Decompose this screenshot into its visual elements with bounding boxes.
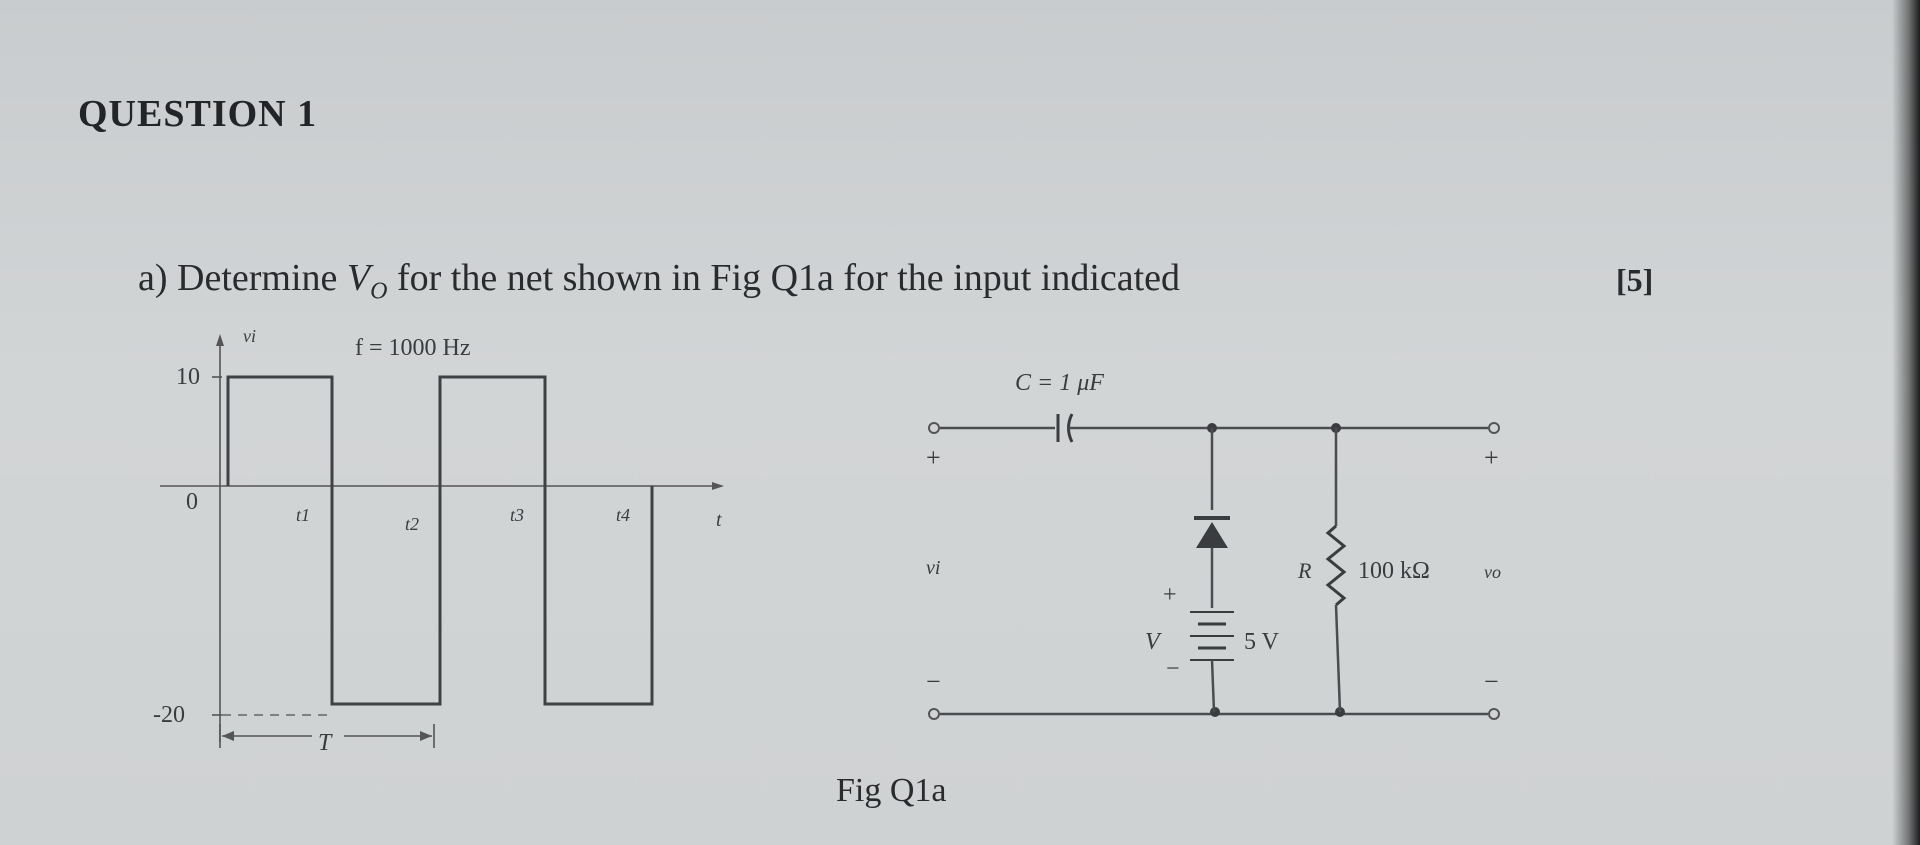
square-wave xyxy=(226,375,654,706)
battery-minus-label: − xyxy=(1166,656,1180,682)
resistor-zigzag xyxy=(1325,524,1347,607)
output-label: vo xyxy=(1484,562,1501,582)
input-minus-label: − xyxy=(926,667,941,696)
period-label: T xyxy=(318,730,333,756)
battery-value-label: 5 V xyxy=(1244,629,1280,655)
clamper-circuit: C = 1 μF + − V 5 V R 100 kΩ + − xyxy=(926,370,1501,720)
output-terminal-top xyxy=(1488,422,1500,434)
time-tick-t4: t4 xyxy=(616,505,630,525)
period-arrow-right-head xyxy=(420,731,432,741)
resistor-wire-bottom xyxy=(1334,604,1342,713)
question-text-before: Determine xyxy=(177,257,347,299)
battery-wire-bottom xyxy=(1210,659,1216,713)
y-tick-label-10: 10 xyxy=(176,364,200,390)
capacitor-label: C = 1 μF xyxy=(1015,370,1104,396)
input-plus-label: + xyxy=(926,443,941,472)
part-label: a) xyxy=(138,257,168,299)
battery-symbol-label: V xyxy=(1145,629,1162,655)
y-tick-label-neg20: -20 xyxy=(153,702,185,728)
time-tick-t3: t3 xyxy=(510,505,524,525)
waveform-plot: vi f = 1000 Hz t 10 0 -20 t1 t2 t3 t4 T xyxy=(153,326,724,756)
battery-plus-label: + xyxy=(1163,582,1177,608)
page-edge-shadow xyxy=(1892,0,1920,845)
y-tick-label-0: 0 xyxy=(186,489,198,515)
resistor-value-label: 100 kΩ xyxy=(1358,558,1430,584)
output-plus-label: + xyxy=(1484,443,1499,472)
square-wave-trace xyxy=(226,375,654,706)
output-terminal-bottom xyxy=(1488,708,1500,720)
time-tick-t1: t1 xyxy=(296,505,310,525)
input-terminal-bottom xyxy=(928,708,940,720)
marks-badge: [5] xyxy=(1616,262,1654,298)
question-a-text: a) Determine VO for the net shown in Fig… xyxy=(138,256,1180,306)
period-arrow-left-head xyxy=(222,731,234,741)
diode-triangle xyxy=(1196,522,1228,548)
node-bottom-battery xyxy=(1210,707,1220,717)
frequency-label: f = 1000 Hz xyxy=(355,335,471,361)
vo-subscript: O xyxy=(370,278,388,305)
question-heading: QUESTION 1 xyxy=(78,93,318,135)
time-tick-t2: t2 xyxy=(405,514,419,534)
input-terminal-top xyxy=(928,422,940,434)
input-label: vi xyxy=(926,557,940,579)
vi-axis-label: vi xyxy=(243,326,256,346)
question-text-after: for the net shown in Fig Q1a for the inp… xyxy=(387,257,1181,299)
output-minus-label: − xyxy=(1484,667,1499,696)
vi-axis-arrow xyxy=(216,334,224,346)
time-axis-arrow xyxy=(712,482,724,490)
time-axis-label: t xyxy=(716,509,722,531)
vo-symbol: V xyxy=(346,257,371,299)
figure-caption: Fig Q1a xyxy=(836,772,947,809)
resistor-symbol-label: R xyxy=(1297,558,1312,583)
